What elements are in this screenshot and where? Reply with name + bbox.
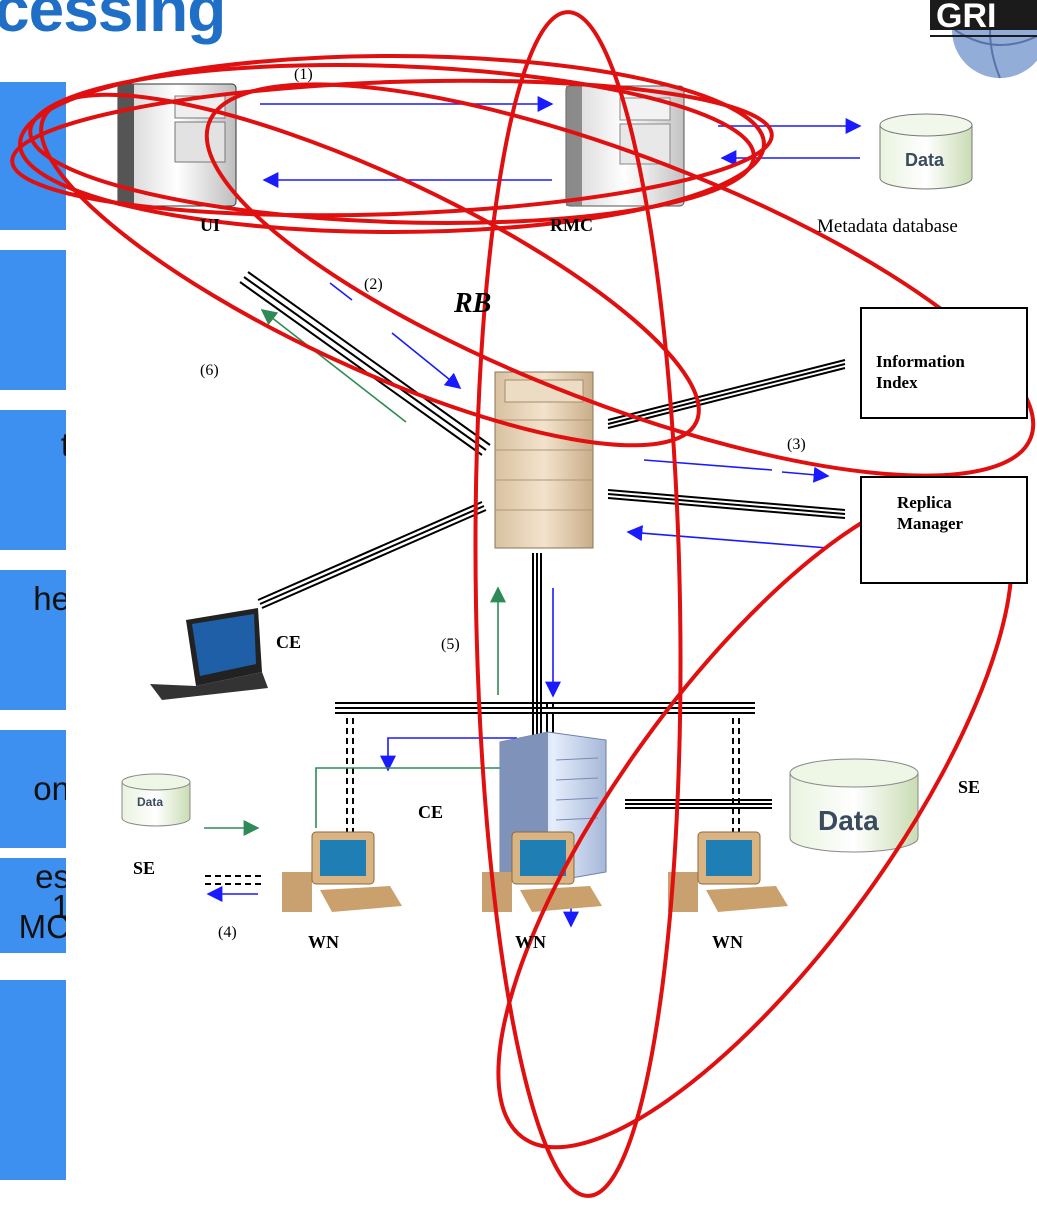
wn-label-3: WN [712,932,743,952]
side-bar-6: es 1 MC [0,858,66,953]
se-db-large-icon [789,758,919,853]
arrow-wn-bus [380,737,517,772]
wn-computer-icon-1 [282,831,402,912]
step-4-label: (4) [218,924,237,941]
step-2-label: (2) [364,276,383,293]
rb-label: RB [454,288,492,319]
step-6-label: (6) [200,362,219,379]
ui-label: UI [200,215,221,235]
svg-text:GRI: GRI [936,0,996,35]
se-data-small-label: Data [137,795,164,809]
arrow-ui-rb [391,332,462,390]
link-rb-ce [532,553,542,735]
step-1-label: (1) [294,66,313,83]
step-5-label: (5) [441,636,460,653]
arrow-rb-replica [781,466,830,483]
wn-label-2: WN [515,932,546,952]
grid-logo-icon: GRI [930,0,1037,79]
link-ce-se [625,799,772,809]
information-index-label-line2: Index [876,373,918,392]
page-title: cessing [0,0,226,45]
arrow-3-seg [643,459,773,471]
side-bar-7 [0,980,66,1180]
information-index-box: Information Index [860,307,1028,419]
link-rb-info [607,359,846,429]
ui-server-icon [117,83,237,207]
arrow-replica-rb [626,525,829,549]
wn-computer-icon-2 [482,831,602,912]
side-bar-2 [0,250,66,390]
se-left-label: SE [133,858,156,878]
wn-computer-icon-3 [668,831,788,912]
information-index-label-line1: Information [876,352,965,371]
arrow-rb-ui [260,309,407,423]
step-3-label: (3) [787,436,806,453]
link-rb-replica [607,489,846,519]
replica-manager-label-line1: Replica [897,493,952,512]
se-right-label: SE [958,777,981,797]
arrow-2-stub [329,282,353,301]
se-db-small-icon [121,773,191,827]
lan-bus [335,702,755,714]
rmc-label: RMC [550,215,593,235]
wn-label-1: WN [308,932,339,952]
laptop-ce-label: CE [276,632,302,652]
metadata-db-icon [879,113,973,190]
side-bar-4: he [0,570,66,710]
metadata-db-data-label: Data [905,150,945,170]
link-ui-rb [239,271,491,456]
replica-manager-label-line2: Manager [897,514,964,533]
side-bar-5: on [0,730,66,848]
rmc-server-icon [565,85,685,207]
replica-manager-box: Replica Manager [860,476,1028,584]
se-data-large-label: Data [818,805,879,836]
laptop-ce-icon [150,608,268,700]
link-rb-laptop-ce [257,501,487,609]
ce-tower-label: CE [418,802,444,822]
metadata-db-label: Metadata database [817,216,958,237]
side-bar-3: t [0,410,66,550]
rb-server-icon [494,371,594,549]
